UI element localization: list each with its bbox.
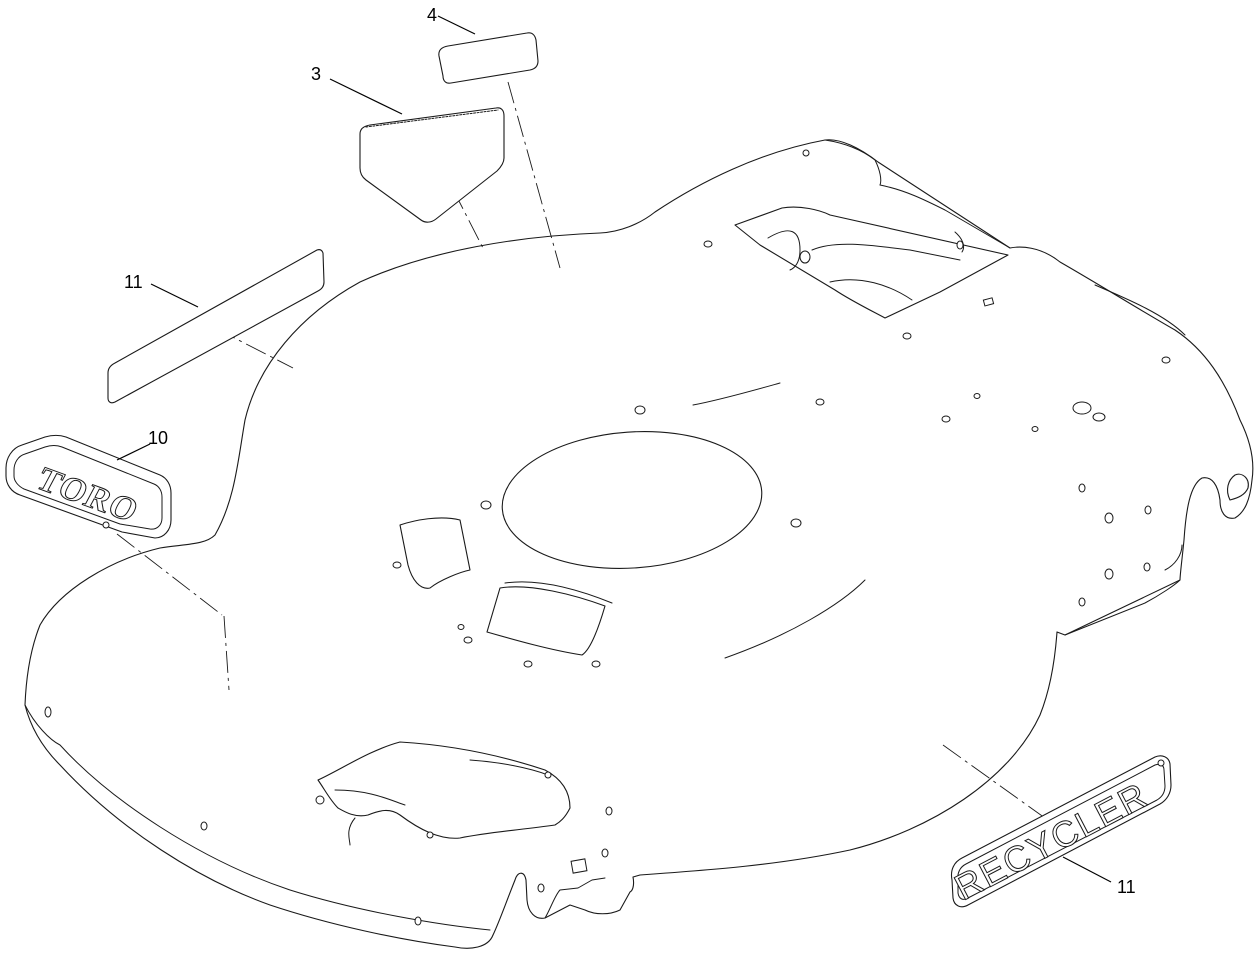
rear-opening-hole-2 [956, 240, 964, 250]
deck-mounting-holes [44, 149, 1171, 926]
decal-4: 4 [427, 5, 539, 84]
mounting-hole [1143, 562, 1151, 572]
decal-3: 3 [311, 64, 505, 223]
mounting-hole [463, 636, 473, 644]
mower-deck-housing [24, 139, 1254, 949]
mounting-hole [591, 660, 601, 668]
front-square-slot [570, 858, 588, 874]
callout-4: 4 [427, 5, 437, 25]
right-side-bracket [1164, 544, 1183, 571]
center-line-10-drop [223, 615, 230, 691]
mulch-plug-pad-left [399, 517, 471, 589]
mounting-hole [973, 393, 981, 399]
decal-10-inner [13, 445, 163, 530]
decal-11-recycler-inner [957, 763, 1166, 900]
mounting-hole [414, 916, 422, 926]
mounting-hole [1104, 512, 1114, 524]
decal-10-toro-logo: TORO 10 [5, 428, 172, 539]
mounting-hole [1072, 401, 1092, 415]
mounting-hole [703, 240, 713, 248]
central-blade-opening [501, 431, 763, 569]
deck-rear-ridge [824, 139, 882, 186]
decal-3-body [359, 107, 505, 223]
decal-11-strip: 11 [107, 249, 325, 404]
decal-10-outer [5, 434, 172, 539]
callout-11-bottom: 11 [1117, 877, 1136, 897]
mounting-hole [902, 332, 912, 340]
decal-3-top-edge [365, 109, 499, 128]
rear-discharge-opening [734, 206, 1009, 319]
center-line-10 [116, 533, 223, 616]
leader-4 [437, 15, 476, 35]
rear-square-slot [982, 297, 995, 307]
mounting-hole [815, 398, 825, 406]
mounting-hole [200, 821, 208, 831]
mounting-hole [537, 883, 545, 893]
mounting-hole [392, 561, 402, 569]
blade-arc-upper [692, 382, 781, 406]
front-lower-flange [24, 704, 606, 931]
deck-rear-flange [879, 184, 1011, 249]
right-rear-lug [1226, 473, 1249, 501]
mounting-hole [1144, 505, 1152, 515]
mounting-hole [480, 500, 492, 510]
mounting-hole [44, 706, 52, 718]
mulch-plug-pad-front [486, 586, 606, 656]
decal-11-registered-mark [1157, 759, 1165, 767]
mounting-hole [544, 771, 552, 779]
center-line-4 [507, 81, 561, 269]
callout-10: 10 [148, 428, 168, 448]
decal-11-strip-body [107, 249, 325, 404]
mounting-hole [523, 660, 533, 668]
mounting-hole [1031, 426, 1039, 432]
mounting-hole [1161, 356, 1171, 364]
leader-10 [116, 443, 151, 461]
mounting-hole [315, 795, 325, 805]
mounting-hole [1104, 568, 1114, 580]
leader-3 [329, 78, 403, 115]
mounting-hole [1078, 483, 1086, 493]
right-side-flange [1064, 284, 1186, 636]
front-chute-opening [317, 741, 571, 839]
decal-4-body [438, 32, 539, 84]
mulch-plug-pad-front-edge [504, 581, 613, 604]
callout-11-top: 11 [124, 272, 143, 292]
mounting-hole [1078, 597, 1086, 607]
mounting-hole [634, 405, 646, 415]
decal-10-registered-mark [102, 521, 110, 529]
mounting-hole [605, 806, 613, 816]
front-chute-inner [334, 759, 549, 846]
blade-arc-lower [724, 579, 866, 659]
mounting-hole [790, 518, 802, 528]
rear-discharge-inner [767, 230, 965, 301]
mounting-hole [457, 624, 465, 630]
mounting-hole [426, 831, 434, 839]
decal-11-recycler-outer [950, 755, 1172, 908]
mounting-hole [1092, 412, 1106, 422]
mounting-hole [802, 149, 810, 157]
center-line-11-bottom [942, 744, 1046, 819]
mounting-hole [941, 415, 951, 423]
rear-opening-hole [799, 250, 811, 264]
callout-3: 3 [311, 64, 321, 84]
mounting-hole [601, 848, 609, 858]
leader-11-bottom [1062, 856, 1112, 883]
leader-11-top [150, 283, 199, 308]
